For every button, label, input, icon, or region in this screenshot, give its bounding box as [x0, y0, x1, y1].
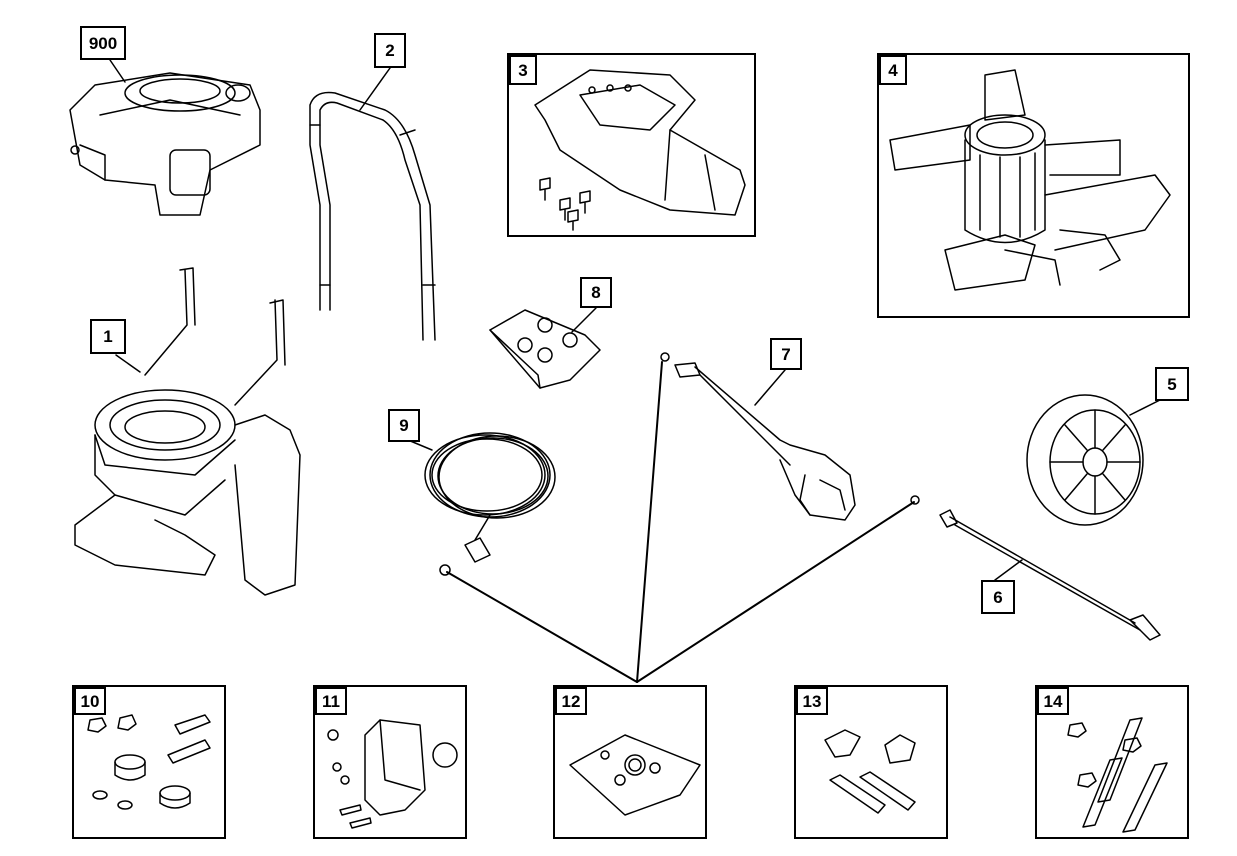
part-label-isolator-kit[interactable]: 10	[74, 687, 106, 715]
part-label-soap-tank-kit[interactable]: 11	[315, 687, 347, 715]
part-label-pump[interactable]: 4	[879, 55, 907, 85]
part-label-extension-wand[interactable]: 6	[981, 580, 1015, 614]
bolt-kit-icon	[1067, 717, 1168, 833]
pump-icon	[889, 69, 1171, 291]
o-ring-kit-box[interactable]	[553, 685, 707, 839]
part-label-spray-gun[interactable]: 7	[770, 338, 802, 370]
part-label-hose[interactable]: 9	[388, 409, 420, 442]
wand-icon	[910, 495, 1161, 641]
o-ring-kit-icon	[569, 734, 701, 816]
part-label-handle[interactable]: 2	[374, 33, 406, 68]
nozzle-kit-icon	[489, 309, 601, 389]
part-label-nozzle-kit[interactable]: 8	[580, 277, 612, 308]
leader-lines	[446, 361, 915, 683]
part-label-o-ring-kit[interactable]: 12	[555, 687, 587, 715]
part-label-bracket-kit[interactable]: 3	[509, 55, 537, 85]
soap-tank-icon	[327, 719, 458, 829]
knob-kit-box[interactable]	[794, 685, 948, 839]
bracket-icon	[534, 69, 746, 231]
part-label-engine[interactable]: 900	[80, 26, 126, 60]
hose-icon	[424, 432, 556, 576]
engine-icon	[69, 72, 261, 216]
pump-box[interactable]	[877, 53, 1190, 318]
frame-icon	[74, 267, 301, 596]
spray-gun-icon	[660, 352, 856, 521]
part-label-wheel[interactable]: 5	[1155, 367, 1189, 401]
part-label-knob-kit[interactable]: 13	[796, 687, 828, 715]
wheel-icon	[1026, 394, 1144, 526]
isolator-kit-box[interactable]	[72, 685, 226, 839]
part-label-hardware-kit[interactable]: 14	[1037, 687, 1069, 715]
hardware-kit-box[interactable]	[1035, 685, 1189, 839]
bracket-kit-box[interactable]	[507, 53, 756, 237]
soap-tank-kit-box[interactable]	[313, 685, 467, 839]
part-label-frame[interactable]: 1	[90, 319, 126, 354]
knob-kit-icon	[824, 729, 916, 814]
isolator-kit-icon	[87, 714, 211, 810]
handle-icon	[309, 91, 436, 341]
